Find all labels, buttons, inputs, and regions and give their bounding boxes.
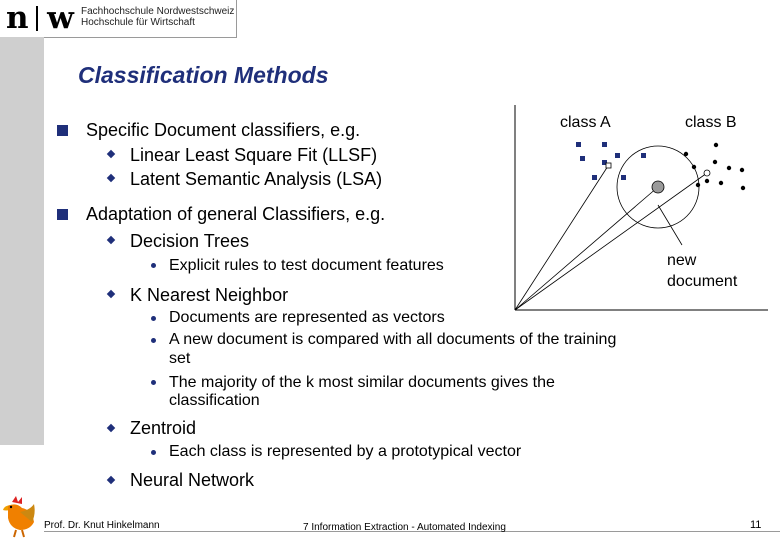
class-b-point xyxy=(683,151,689,157)
class-a-point xyxy=(621,175,626,180)
outline-item-1: Specific Document classifiers, e.g. xyxy=(86,120,361,140)
outline-item-majority-line-1: The majority of the k most similar docum… xyxy=(169,374,555,391)
dot-bullet-icon xyxy=(151,450,156,455)
outline-item-decision-trees: Decision Trees xyxy=(130,231,250,251)
class-a-label: class A xyxy=(560,114,611,131)
outline-item-vectors: Documents are represented as vectors xyxy=(169,309,445,326)
diamond-bullet-icon xyxy=(106,423,116,433)
vector-line xyxy=(514,186,659,311)
outline-item-prototype: Each class is represented by a prototypi… xyxy=(169,443,522,460)
outline-item-llsf: Linear Least Square Fit (LLSF) xyxy=(130,145,378,165)
square-bullet-icon xyxy=(57,209,68,220)
class-a-point xyxy=(602,160,607,165)
dot-bullet-icon xyxy=(151,380,156,385)
diamond-bullet-icon xyxy=(106,173,116,183)
neighborhood-circle xyxy=(616,145,700,229)
class-a-point xyxy=(602,142,607,147)
footer-author: Prof. Dr. Knut Hinkelmann xyxy=(44,520,160,531)
class-a-point xyxy=(580,156,585,161)
class-b-label: class B xyxy=(685,114,737,131)
outline-item-lsa: Latent Semantic Analysis (LSA) xyxy=(130,169,383,189)
new-document-label-line-2: document xyxy=(667,273,738,290)
knn-diagram-graphic xyxy=(514,105,768,311)
vector-line xyxy=(514,172,708,311)
slide-title: Classification Methods xyxy=(78,62,329,88)
outline-item-compare-line-1: A new document is compared with all docu… xyxy=(169,331,617,348)
dot-bullet-icon xyxy=(151,316,156,321)
outline-item-zentroid: Zentroid xyxy=(130,418,197,438)
class-b-point xyxy=(704,178,710,184)
outline-item-majority-line-2: classification xyxy=(169,392,260,409)
selected-class-a-point xyxy=(605,162,612,169)
class-b-point xyxy=(713,142,719,148)
square-bullet-icon xyxy=(57,125,68,136)
outline-item-2: Adaptation of general Classifiers, e.g. xyxy=(86,204,386,224)
logo: n w Fachhochschule Nordwestschweiz Hochs… xyxy=(0,0,237,38)
footer-divider xyxy=(44,531,780,532)
class-a-point xyxy=(641,153,646,158)
sidebar-band xyxy=(0,37,44,445)
logo-mark: n w xyxy=(6,0,74,36)
new-document-label-line-1: new xyxy=(667,252,697,269)
diamond-bullet-icon xyxy=(106,289,116,299)
class-b-point xyxy=(691,164,697,170)
new-document-point xyxy=(651,180,665,194)
page-number: 11 xyxy=(750,519,762,531)
class-a-point xyxy=(615,153,620,158)
dot-bullet-icon xyxy=(151,338,156,343)
outline-item-knn: K Nearest Neighbor xyxy=(130,285,289,305)
footer-chapter: 7 Information Extraction - Automated Ind… xyxy=(303,522,506,533)
class-b-point xyxy=(695,182,701,188)
rooster-logo-icon xyxy=(3,496,35,538)
selected-class-b-point xyxy=(703,169,711,177)
class-b-point xyxy=(718,180,724,186)
class-a-point xyxy=(576,142,581,147)
class-b-point xyxy=(739,167,745,173)
vector-line xyxy=(514,165,609,311)
class-b-point xyxy=(712,159,718,165)
logo-divider xyxy=(36,6,38,31)
logo-line-1: Fachhochschule Nordwestschweiz xyxy=(81,6,235,17)
class-b-point xyxy=(726,165,732,171)
diamond-bullet-icon xyxy=(106,475,116,485)
knn-diagram: class A class B new document xyxy=(510,105,770,320)
diamond-bullet-icon xyxy=(106,149,116,159)
diamond-bullet-icon xyxy=(106,235,116,245)
pointer-line xyxy=(657,204,683,246)
dot-bullet-icon xyxy=(151,263,156,268)
class-a-point xyxy=(592,175,597,180)
outline-item-neural-network: Neural Network xyxy=(130,470,255,490)
outline-item-compare-line-2: set xyxy=(169,350,191,367)
class-b-point xyxy=(740,185,746,191)
outline-item-explicit-rules: Explicit rules to test document features xyxy=(169,257,444,274)
logo-line-2: Hochschule für Wirtschaft xyxy=(81,17,195,28)
